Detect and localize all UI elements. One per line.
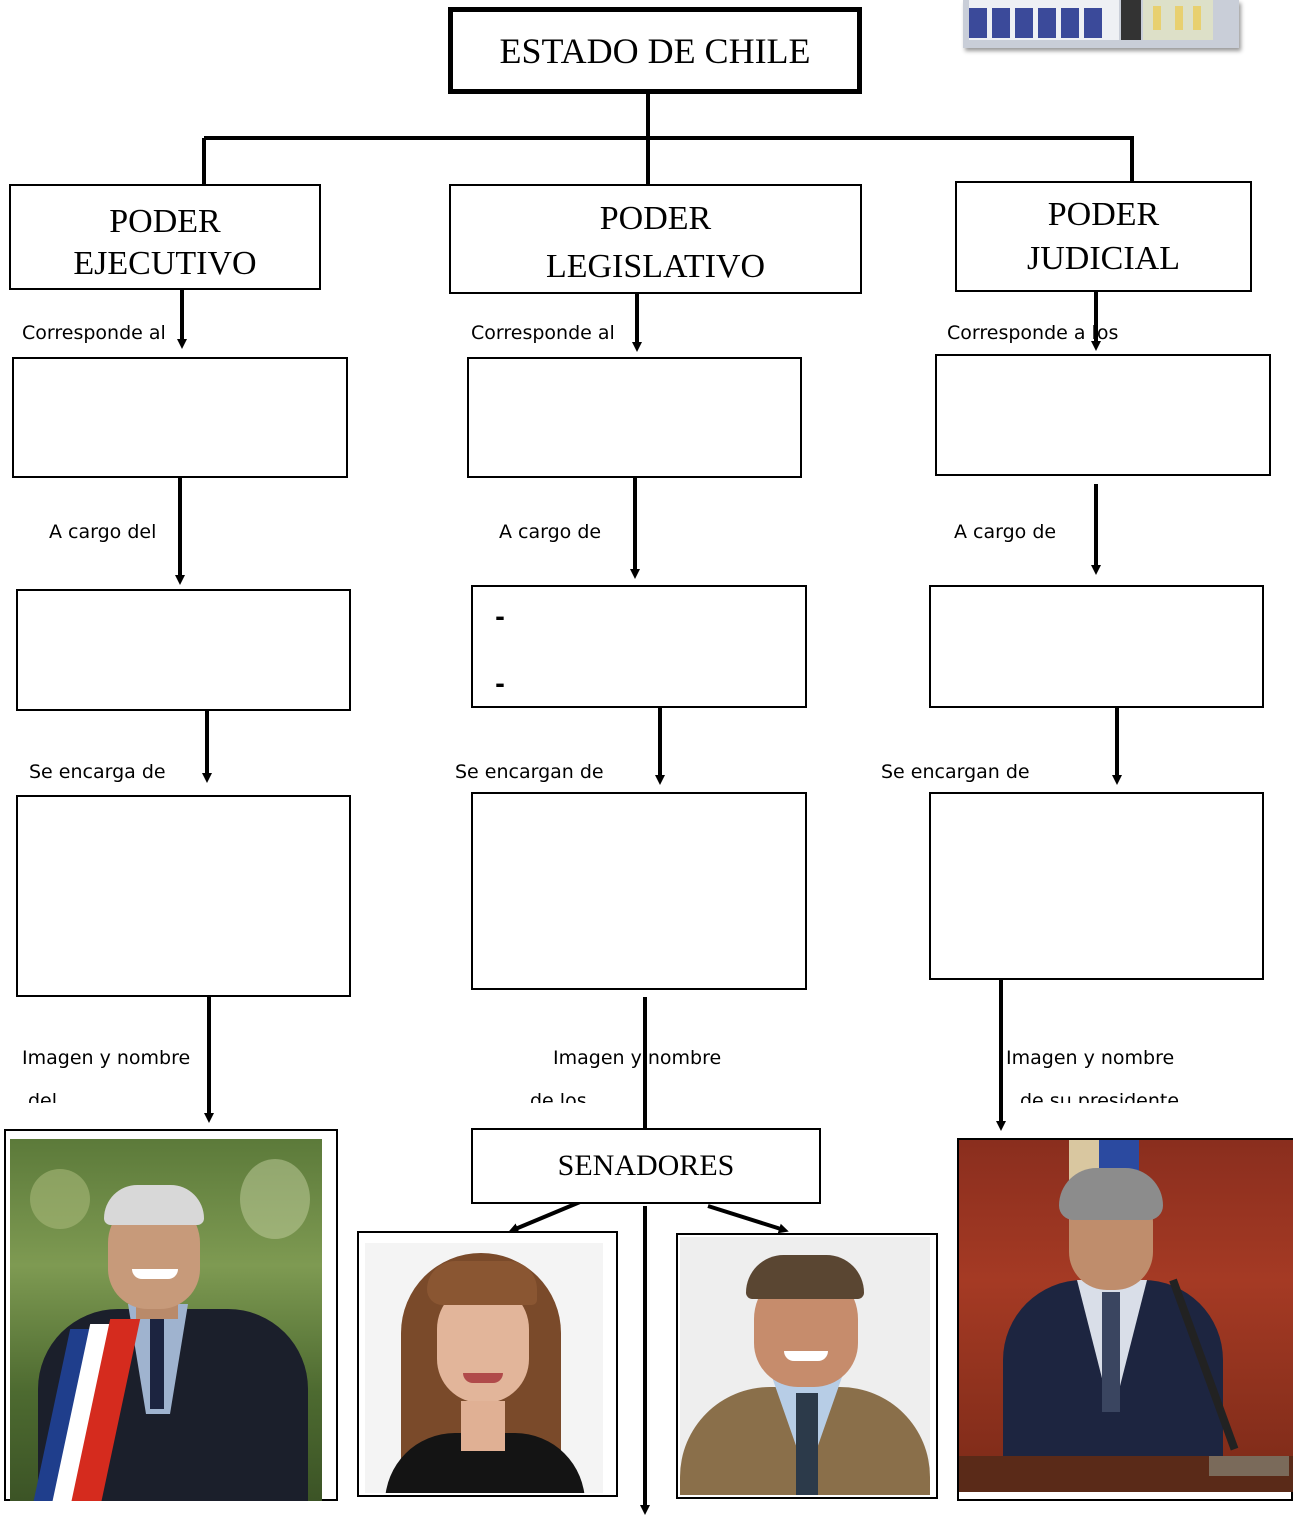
answer-box-a-cargo[interactable]: - - xyxy=(471,585,807,708)
answer-box-corresponde[interactable] xyxy=(935,354,1271,476)
arrow-senator-right xyxy=(707,1204,789,1234)
title-line-1: PODER xyxy=(1047,196,1160,233)
president-portrait xyxy=(10,1139,322,1501)
label-imagen-cut: de su presidente xyxy=(1020,1092,1180,1103)
label-imagen-cut: de los xyxy=(530,1092,587,1103)
label-imagen: Imagen y nombre xyxy=(1006,1047,1175,1069)
title-line-1: PODER xyxy=(599,200,712,237)
senator-man-portrait xyxy=(680,1237,930,1495)
senator-woman-portrait xyxy=(365,1243,603,1493)
arrow-senator-left xyxy=(508,1200,581,1233)
label-se-encarga: Se encarga de xyxy=(29,761,166,783)
label-se-encargan: Se encargan de xyxy=(881,761,1030,783)
senadores-label: SENADORES xyxy=(557,1149,735,1182)
bullet-dash: - xyxy=(495,603,505,631)
node-senadores: SENADORES xyxy=(471,1128,821,1204)
congress-chamber-illustration xyxy=(963,0,1239,48)
answer-box-se-encargan[interactable] xyxy=(929,792,1264,980)
label-a-cargo: A cargo de xyxy=(499,521,602,543)
title-line-2: EJECUTIVO xyxy=(73,245,257,282)
title-line-1: PODER xyxy=(109,203,221,240)
label-corresponde: Corresponde a los xyxy=(947,322,1119,344)
label-imagen: Imagen y nombre xyxy=(22,1047,191,1069)
root-node: ESTADO DE CHILE xyxy=(448,7,862,94)
title-line-2: JUDICIAL xyxy=(1027,240,1180,277)
answer-box-se-encargan[interactable] xyxy=(471,792,807,990)
bullet-dash: - xyxy=(495,670,505,698)
title-line-2: LEGISLATIVO xyxy=(545,248,766,285)
answer-box-a-cargo[interactable] xyxy=(16,589,351,711)
label-corresponde: Corresponde al xyxy=(471,322,615,344)
label-imagen: Imagen y nombre xyxy=(553,1047,722,1069)
root-label: ESTADO DE CHILE xyxy=(499,30,811,71)
answer-box-corresponde[interactable] xyxy=(467,357,802,478)
judge-portrait xyxy=(959,1140,1293,1492)
label-imagen-cut: del xyxy=(28,1092,58,1103)
node-poder-judicial: PODER JUDICIAL xyxy=(955,181,1252,292)
node-poder-legislativo: PODER LEGISLATIVO xyxy=(449,184,862,294)
label-a-cargo: A cargo de xyxy=(954,521,1057,543)
node-poder-ejecutivo: PODER EJECUTIVO xyxy=(9,184,321,290)
label-se-encargan: Se encargan de xyxy=(455,761,604,783)
label-corresponde: Corresponde al xyxy=(22,322,166,344)
answer-box-a-cargo[interactable] xyxy=(929,585,1264,708)
answer-box-se-encarga[interactable] xyxy=(16,795,351,997)
label-a-cargo: A cargo del xyxy=(49,521,157,543)
answer-box-corresponde[interactable] xyxy=(12,357,348,478)
